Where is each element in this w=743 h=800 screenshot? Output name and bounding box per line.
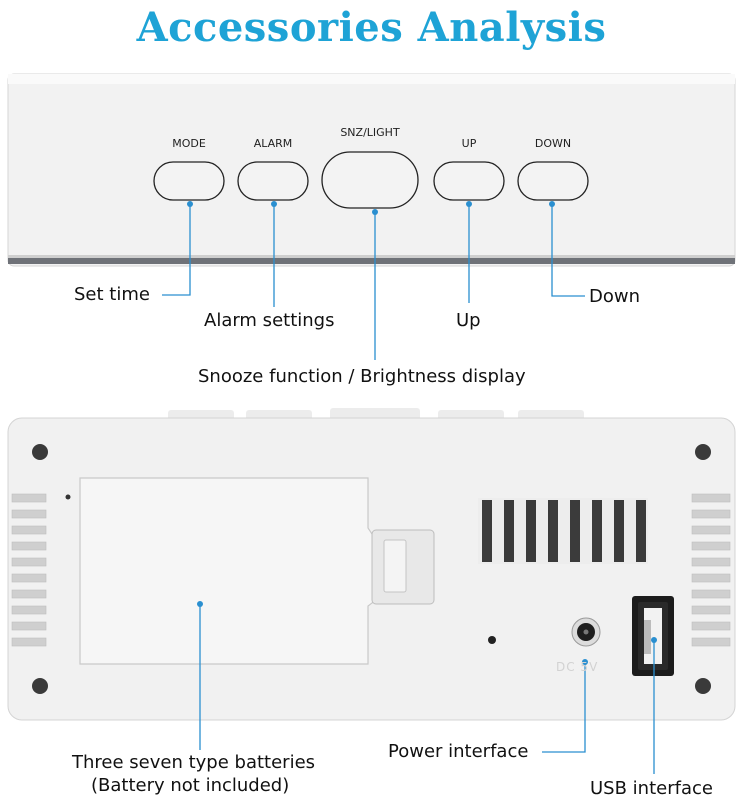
bottom-annotation-lines (197, 601, 657, 774)
power-interface-callout: Power interface (388, 741, 529, 762)
alarm-button-label: ALARM (253, 137, 293, 150)
battery-cover[interactable] (79, 477, 435, 665)
batteries-callout-line2: (Battery not included) (91, 775, 290, 796)
down-callout: Down (589, 286, 641, 307)
snz-light-button[interactable] (321, 151, 419, 209)
alarm-settings-callout: Alarm settings (204, 310, 335, 331)
dc-input-label: DC 5V (556, 660, 599, 674)
usb-port[interactable] (632, 596, 674, 676)
top-annotation-lines (162, 201, 585, 360)
mode-button[interactable] (153, 161, 225, 201)
snz-light-button-label: SNZ/LIGHT (340, 126, 400, 139)
power-jack[interactable] (571, 617, 601, 647)
mode-button-label: MODE (172, 137, 206, 150)
down-button[interactable] (517, 161, 589, 201)
set-time-callout: Set time (74, 284, 150, 305)
snooze-callout: Snooze function / Brightness display (198, 366, 526, 387)
usb-interface-callout: USB interface (590, 778, 713, 799)
page-title: Accessories Analysis (136, 4, 607, 51)
up-callout: Up (456, 310, 481, 331)
rear-grille (478, 498, 648, 564)
alarm-button[interactable] (237, 161, 309, 201)
up-button-label: UP (461, 137, 477, 150)
up-button[interactable] (433, 161, 505, 201)
batteries-callout-line1: Three seven type batteries (72, 752, 316, 773)
down-button-label: DOWN (534, 137, 572, 150)
